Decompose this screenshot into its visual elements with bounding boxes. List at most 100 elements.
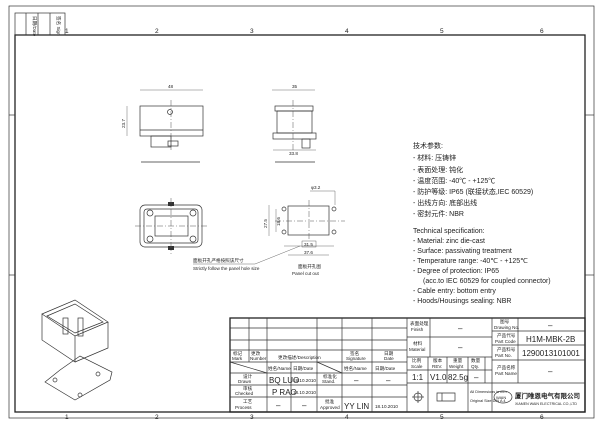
panel-note-en: Strictly follow the panel hole size [193,266,260,271]
column-markers-top: 1 2 3 4 5 6 [65,28,544,35]
col-2: 2 [155,28,159,35]
dim-height-27.5: 27.5 [263,219,268,228]
checked-en: Checked [235,391,254,396]
process-date: – [302,401,307,410]
projection-symbol-icon [412,391,456,403]
spec-en-item: - Surface: passivating treatment [413,248,512,255]
checked-cn: 审核 [243,385,253,392]
side-view: 35 33.8 [272,84,317,163]
isometric-view [41,299,113,401]
qty-cn: 数量 [471,357,481,364]
finish-cn: 表面处理 [410,320,429,327]
qty-value: – [474,373,479,382]
material-value: – [458,343,463,352]
dim-width-37.6: 37.6 [304,250,313,255]
panel-cutout-view: φ3.2 27.5 18.6 31.5 37.6 面板开孔严格按照该尺寸 Str… [193,185,345,276]
dim-base-33.8: 33.8 [289,151,298,156]
date-en: Date [384,356,394,361]
company-cn: 厦门唯恩电气有限公司 [515,391,580,400]
approved-en: Approved [320,405,340,410]
col-5: 5 [440,414,444,421]
signature-en: Signature [346,356,366,361]
front-view: 48 23.7 [121,84,204,163]
original-size-note: Original Size DIN A 4 [470,399,505,403]
dim-width-35: 35 [292,84,298,89]
name-header: 姓名/Name [268,365,291,372]
approved-date: 18.10.2010 [375,404,398,409]
rev-en: REV. [432,364,442,369]
drawn-name: BQ LUO [269,376,299,385]
scale-value: 1:1 [412,373,424,382]
dim-hole-spacing-h: 31.5 [304,242,313,247]
spec-en-title: Technical specification: [413,228,485,235]
process-name: – [276,401,281,410]
drawing-no-en: Drawing No. [494,325,519,330]
rev-cn: 版本 [433,357,443,364]
spec-en-item: - Hoods/Housings sealing: NBR [413,298,511,305]
col-3: 3 [250,28,254,35]
col-3: 3 [250,414,254,421]
col-1: 1 [65,28,69,35]
spec-cn: 技术参数: - 材料: 压铸锌 - 表面处理: 钝化 - 温度范围: -40℃ … [413,141,533,218]
mark-cn: 标记 [233,350,243,357]
spec-cn-item: - 出线方向: 底部出线 [413,198,477,207]
panel-title-cn: 面板开孔图 [298,263,321,270]
dim-height-23.7: 23.7 [121,119,126,128]
part-no-en: Part No. [495,353,512,358]
wain-logo: WAIN [493,390,513,404]
scale-en: Scale [411,364,423,369]
drawing-no-cn: 图号 [500,319,510,325]
part-name-en: Part Name [495,371,517,376]
spec-en-item: (acc.to IEC 60529 for coupled connector) [423,278,551,285]
weight-cn: 重量 [453,357,463,364]
spec-cn-item: - 材料: 压铸锌 [413,153,456,162]
col-6: 6 [540,28,544,35]
signature-cn: 签名 [350,350,359,357]
date-header-2: 日期/Date [375,366,396,372]
title-block: 标记 Mark 更改 Number 更改描述/Description 签名 Si… [229,317,586,413]
approved-cn: 批准 [325,398,335,405]
number-en: Number [250,356,267,361]
rev-value: V1.0 [430,373,447,382]
mark-en: Mark [232,356,243,361]
material-en: Material [409,347,425,352]
part-name-value: – [548,367,553,376]
date-header: 日期/Date [293,366,314,372]
checked-date: 18.10.2010 [293,390,316,395]
spec-en-item: - Material: zinc die-cast [413,238,485,245]
bottom-view [135,198,207,254]
stand-name: – [354,376,359,385]
spec-cn-item: - 防护等级: IP65 (联接状态,IEC 60529) [413,187,533,196]
dims-note: All Dimensions in mm [470,390,507,394]
dim-hole-dia: φ3.2 [311,185,321,190]
part-no-cn: 产品料号 [497,346,516,353]
drawn-date: 18.10.2010 [293,378,316,383]
side-ticks [9,114,594,276]
outer-frame [8,5,595,419]
col-2: 2 [155,414,159,421]
checked-name: P RAO [272,388,297,397]
col-6: 6 [540,414,544,421]
col-1: 1 [65,414,69,421]
name-header-2: 姓名/Name [344,365,367,372]
qty-en: Qty. [471,364,479,369]
part-name-cn: 产品名称 [497,364,516,371]
spec-cn-item: - 表面处理: 钝化 [413,165,463,174]
drawn-en: Drawn [238,379,252,384]
weight-en: Weight [449,364,464,369]
part-code-cn: 产品代号 [497,332,516,339]
stand-date: – [386,376,391,385]
col-4: 4 [345,28,349,35]
spec-en-item: - Degree of protection: IP65 [413,268,499,275]
approved-name: YY LIN [344,402,369,411]
column-markers-bottom: 1 2 3 4 5 6 [65,414,544,421]
part-code-en: Part Code [495,339,516,344]
process-en: Process [235,405,252,410]
logo-text: WAIN [496,395,506,400]
col-5: 5 [440,28,444,35]
col-4: 4 [345,414,349,421]
material-cn: 材料 [413,340,423,347]
spec-cn-item: - 密封元件: NBR [413,209,464,218]
date-cn: 日期 [384,351,394,357]
panel-title-en: Panel cut out [292,271,320,276]
